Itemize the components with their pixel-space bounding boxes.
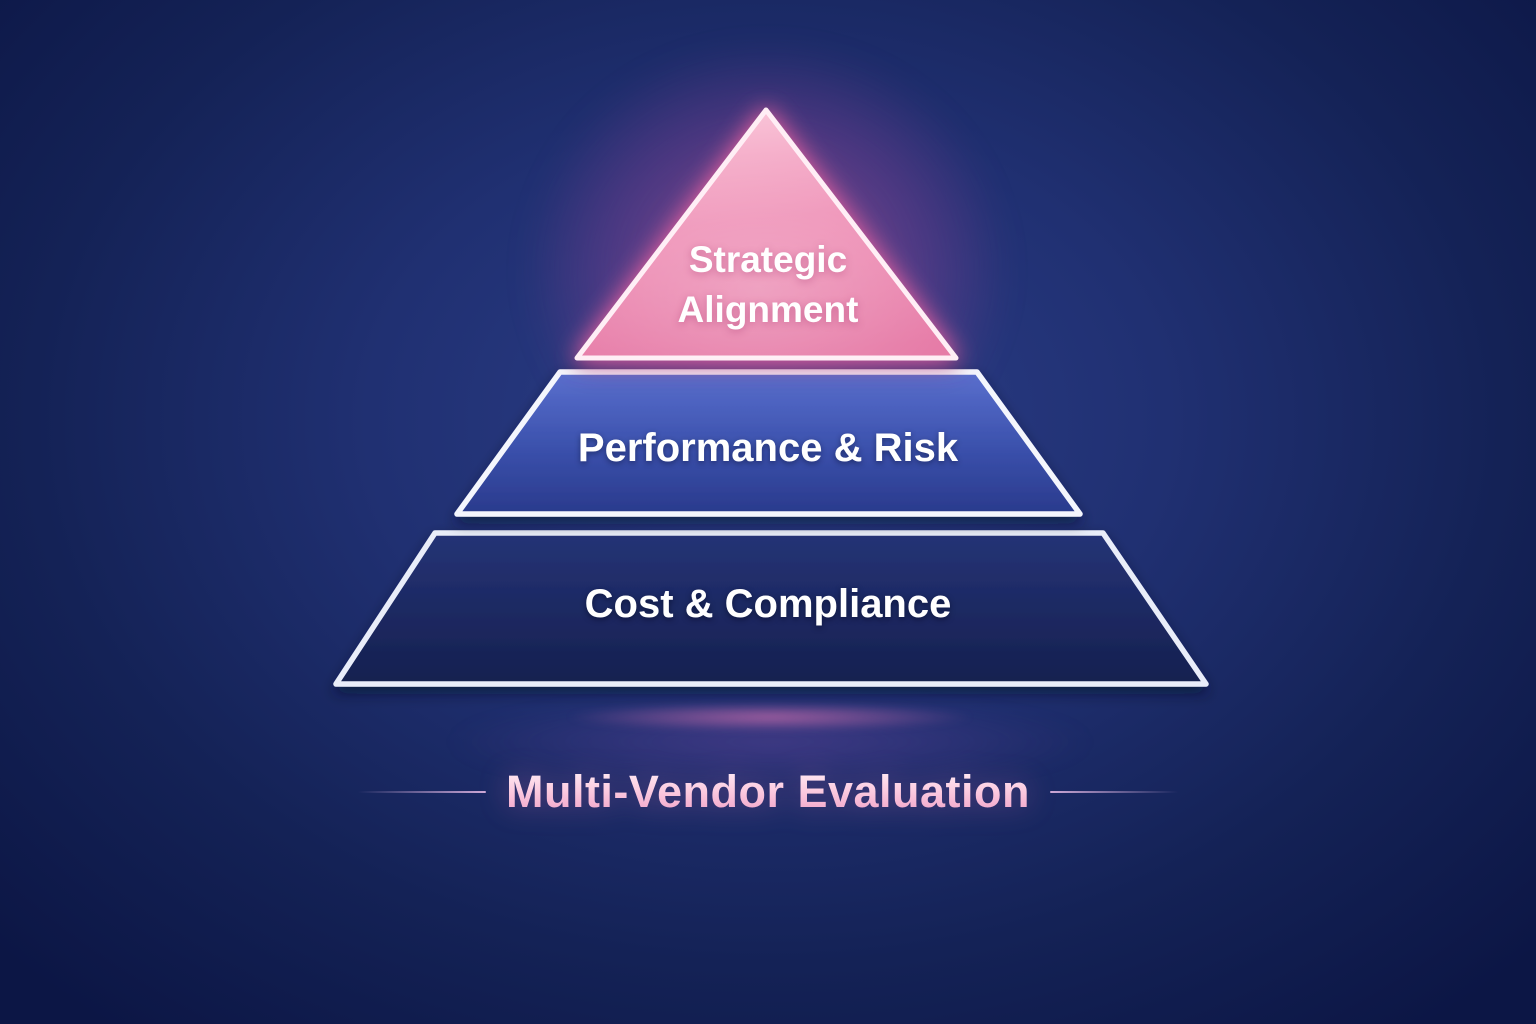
caption-rule-left — [357, 791, 486, 793]
caption: Multi-Vendor Evaluation — [0, 766, 1536, 818]
caption-title: Multi-Vendor Evaluation — [505, 766, 1031, 817]
tier-cost-compliance-shape — [333, 530, 1209, 687]
tier-performance-risk-shape — [454, 369, 1083, 517]
caption-rule-right — [1050, 791, 1179, 793]
tier-strategic-alignment-sheen — [577, 110, 956, 358]
floor-glow-core — [485, 697, 1055, 737]
